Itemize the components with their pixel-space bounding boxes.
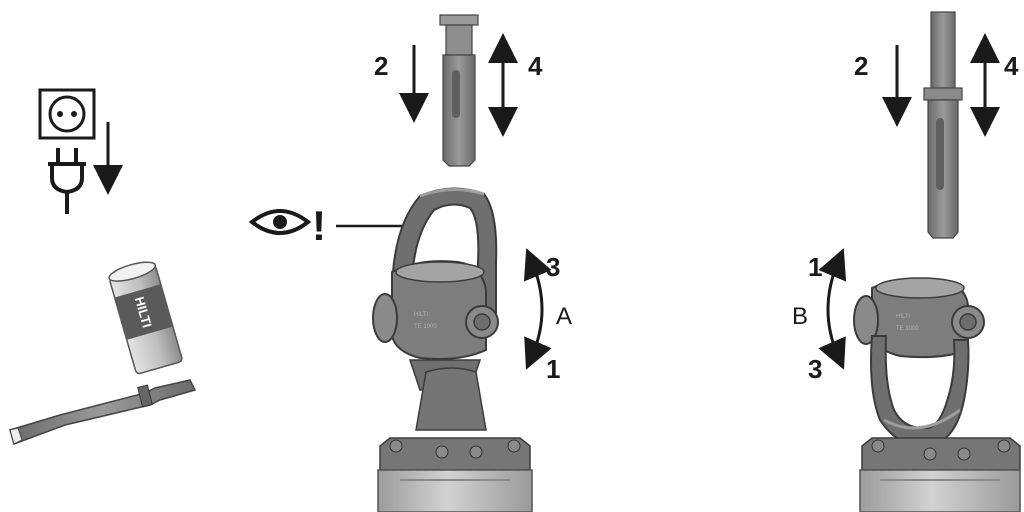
step-label-release: 1 [546, 354, 560, 384]
chisel-tool [9, 379, 197, 445]
locking-bow-open [390, 187, 498, 317]
housing-model-text: TE 1000 [414, 324, 437, 330]
rotation-label-b: B [792, 303, 808, 330]
rotation-label-a: A [556, 303, 572, 330]
rotation-arrow-a [523, 248, 552, 370]
machine-body-right [859, 437, 1021, 512]
step-label-insert: 2 [374, 51, 388, 81]
locking-bow-closed [870, 335, 970, 448]
grease-tube: HILTI [108, 261, 183, 375]
step-label-lock: 3 [546, 252, 560, 282]
step-label-open: 1 [808, 252, 822, 282]
power-plug-icon [48, 148, 86, 214]
step-label-close: 3 [808, 354, 822, 384]
rotation-arrow-b [818, 248, 847, 370]
tool-shank-long [923, 11, 963, 239]
exclamation-icon: ! [312, 202, 326, 249]
step-label-remove-right: 4 [1004, 51, 1019, 81]
housing-brand-text-right: HILTI [896, 314, 911, 320]
center-panel: 2 4 ! HILTI TE 1000 3 [248, 14, 572, 512]
power-socket-icon [38, 88, 96, 140]
left-panel: HILTI [9, 88, 197, 445]
eye-icon [248, 209, 312, 235]
step-label-remove: 4 [528, 51, 543, 81]
chuck-housing-right: HILTI TE 1000 [853, 277, 985, 359]
right-panel: 2 4 1 3 B HILTI TE 1000 [792, 11, 1021, 512]
machine-body [377, 437, 533, 512]
tool-shank [439, 14, 479, 167]
housing-brand-text: HILTI [414, 312, 429, 318]
chuck-housing: HILTI TE 1000 [372, 260, 499, 431]
housing-model-text-right: TE 1000 [896, 326, 919, 332]
step-label-insert-right: 2 [854, 51, 868, 81]
